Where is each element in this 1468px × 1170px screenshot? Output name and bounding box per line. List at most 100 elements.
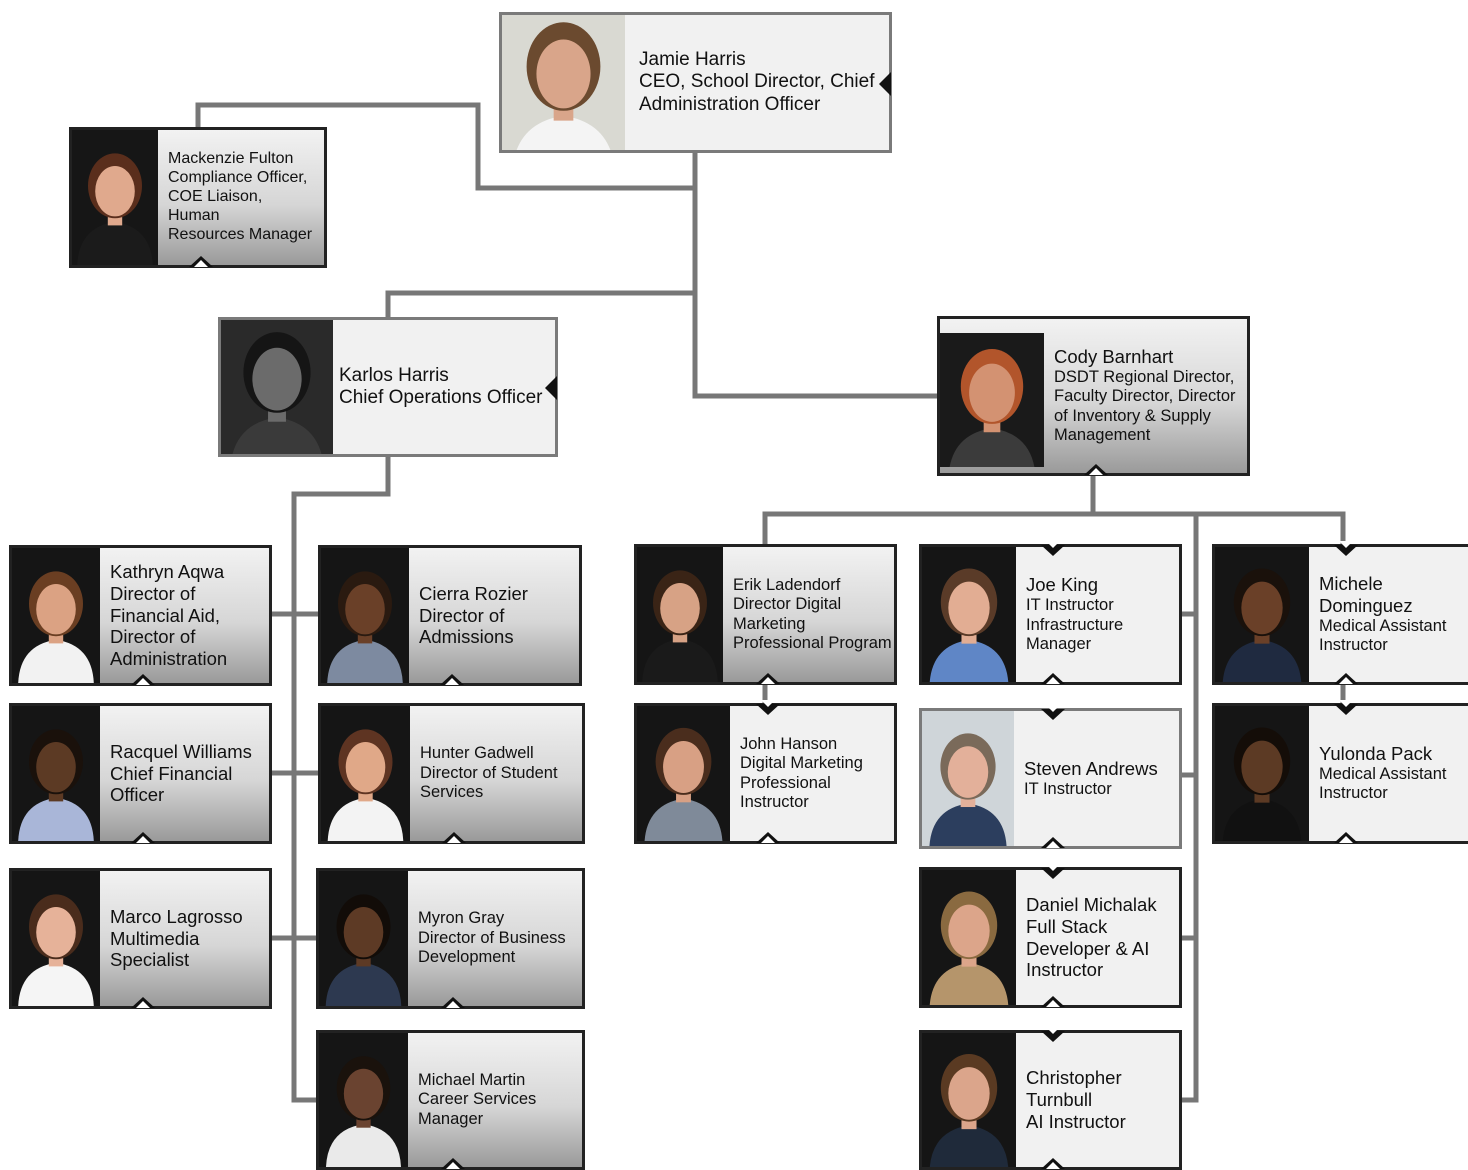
expand-up-icon[interactable] — [1041, 996, 1065, 1007]
person-title: Medical Assistant Instructor — [1319, 764, 1447, 803]
card-christopher-turnbull[interactable]: Christopher Turnbull AI Instructor — [919, 1027, 1182, 1170]
card-kathryn-aqwa[interactable]: Kathryn Aqwa Director of Financial Aid, … — [9, 545, 272, 686]
expand-up-icon[interactable] — [440, 674, 464, 685]
card-cierra-rozier[interactable]: Cierra Rozier Director of Admissions — [318, 545, 582, 686]
card-karlos-harris[interactable]: Karlos Harris Chief Operations Officer — [218, 317, 558, 457]
card-erik-ladendorf[interactable]: Erik Ladendorf Director Digital Marketin… — [634, 544, 897, 685]
collapse-left-icon[interactable] — [545, 376, 557, 400]
expand-up-icon[interactable] — [1041, 1158, 1065, 1169]
portrait-image — [72, 130, 158, 265]
person-name: Racquel Williams — [110, 740, 252, 762]
portrait-image — [319, 1033, 408, 1167]
person-title: IT Instructor Infrastructure Manager — [1026, 596, 1124, 654]
expand-up-icon[interactable] — [131, 997, 155, 1008]
card-john-hanson[interactable]: John Hanson Digital Marketing Profession… — [634, 700, 897, 844]
expand-up-icon[interactable] — [1334, 832, 1358, 843]
expand-up-icon[interactable] — [1041, 673, 1065, 684]
card-racquel-williams[interactable]: Racquel Williams Chief Financial Officer — [9, 703, 272, 844]
person-name: Cody Barnhart — [1054, 346, 1174, 368]
portrait-image — [922, 711, 1014, 846]
card-mackenzie-fulton[interactable]: Mackenzie Fulton Compliance Officer, COE… — [69, 127, 327, 268]
portrait-image — [1215, 706, 1309, 841]
card-cody-barnhart[interactable]: Cody Barnhart DSDT Regional Director, Fa… — [937, 316, 1250, 476]
expand-down-icon[interactable] — [1041, 864, 1065, 879]
expand-down-icon[interactable] — [1334, 700, 1358, 715]
card-hunter-gadwell[interactable]: Hunter Gadwell Director of Student Servi… — [318, 703, 585, 844]
portrait-image — [12, 706, 100, 841]
portrait-image — [221, 320, 333, 454]
expand-down-icon[interactable] — [756, 700, 780, 715]
expand-up-icon[interactable] — [131, 674, 155, 685]
expand-down-icon[interactable] — [1334, 541, 1358, 556]
connector-cody-it — [1093, 511, 1199, 1103]
card-marco-lagrosso[interactable]: Marco Lagrosso Multimedia Specialist — [9, 868, 272, 1009]
expand-up-icon[interactable] — [1084, 464, 1108, 475]
person-title: Compliance Officer, COE Liaison, Human R… — [168, 169, 313, 243]
portrait-image — [502, 15, 625, 150]
photo-hunter-gadwell — [321, 706, 410, 841]
person-title: IT Instructor — [1024, 779, 1112, 798]
person-title: Career Services Manager — [418, 1090, 537, 1128]
person-name: Marco Lagrosso — [110, 905, 243, 927]
person-name: Cierra Rozier — [419, 582, 528, 604]
card-myron-gray[interactable]: Myron Gray Director of Business Developm… — [316, 868, 585, 1009]
person-name: Hunter Gadwell — [420, 744, 534, 763]
photo-karlos-harris — [221, 320, 333, 454]
person-title: CEO, School Director, Chief Administrati… — [639, 71, 875, 115]
portrait-image — [12, 548, 100, 683]
person-name: Michele Dominguez — [1319, 573, 1413, 617]
expand-up-icon[interactable] — [441, 1158, 465, 1169]
person-title: AI Instructor — [1026, 1110, 1126, 1132]
connector-cody-michele — [1093, 511, 1346, 545]
person-name: Steven Andrews — [1024, 757, 1158, 779]
photo-john-hanson — [637, 706, 730, 841]
photo-joe-king — [922, 547, 1016, 682]
person-name: Mackenzie Fulton — [168, 150, 294, 168]
person-title: Director Digital Marketing Professional … — [733, 595, 892, 652]
person-title: Multimedia Specialist — [110, 927, 200, 971]
expand-up-icon[interactable] — [756, 673, 780, 684]
card-yulonda-pack[interactable]: Yulonda Pack Medical Assistant Instructo… — [1212, 700, 1468, 844]
person-title: Director of Business Development — [418, 928, 566, 967]
expand-up-icon[interactable] — [189, 256, 213, 267]
expand-down-icon[interactable] — [1041, 541, 1065, 556]
card-daniel-michalak[interactable]: Daniel Michalak Full Stack Developer & A… — [919, 864, 1182, 1008]
photo-erik-ladendorf — [637, 547, 723, 682]
expand-up-icon[interactable] — [442, 832, 466, 843]
photo-steven-andrews — [922, 711, 1014, 846]
expand-down-icon[interactable] — [1041, 705, 1065, 720]
portrait-image — [637, 706, 730, 841]
person-title: Director of Student Services — [420, 763, 558, 802]
photo-michael-martin — [319, 1033, 408, 1167]
person-title: Medical Assistant Instructor — [1319, 616, 1447, 655]
card-steven-andrews[interactable]: Steven Andrews IT Instructor — [919, 705, 1182, 849]
photo-kathryn-aqwa — [12, 548, 100, 683]
person-name: Joe King — [1026, 574, 1098, 596]
connector-cody-staff — [762, 474, 1096, 545]
person-title: Chief Financial Officer — [110, 762, 233, 806]
expand-down-icon[interactable] — [1041, 1027, 1065, 1042]
expand-up-icon[interactable] — [1334, 673, 1358, 684]
photo-myron-gray — [319, 871, 408, 1006]
card-joe-king[interactable]: Joe King IT Instructor Infrastructure Ma… — [919, 541, 1182, 685]
person-title: Chief Operations Officer — [339, 387, 543, 408]
photo-jamie-harris — [502, 15, 625, 150]
expand-up-icon[interactable] — [131, 832, 155, 843]
card-michele-dominguez[interactable]: Michele Dominguez Medical Assistant Inst… — [1212, 541, 1468, 685]
connector-ceo-karlos — [385, 188, 698, 318]
portrait-image — [922, 870, 1016, 1005]
card-jamie-harris[interactable]: Jamie Harris CEO, School Director, Chief… — [499, 12, 892, 153]
expand-up-icon[interactable] — [441, 997, 465, 1008]
collapse-left-icon[interactable] — [879, 72, 891, 96]
portrait-image — [12, 871, 100, 1006]
expand-up-icon[interactable] — [1041, 837, 1065, 848]
portrait-image — [321, 706, 410, 841]
expand-up-icon[interactable] — [756, 832, 780, 843]
portrait-image — [922, 1033, 1016, 1167]
photo-cierra-rozier — [321, 548, 409, 683]
photo-racquel-williams — [12, 706, 100, 841]
photo-yulonda-pack — [1215, 706, 1309, 841]
card-michael-martin[interactable]: Michael Martin Career Services Manager — [316, 1030, 585, 1170]
person-name: Erik Ladendorf — [733, 575, 841, 594]
person-title: DSDT Regional Director, Faculty Director… — [1054, 367, 1236, 445]
